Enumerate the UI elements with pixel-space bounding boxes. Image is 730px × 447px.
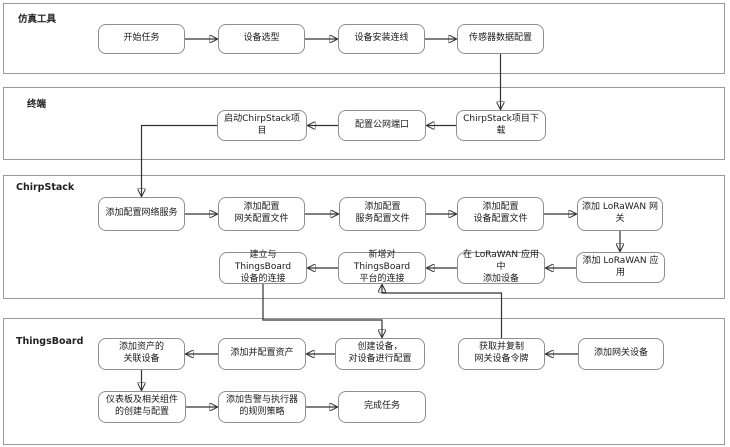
lane-label-thingsboard: ThingsBoard xyxy=(16,336,84,347)
node-finish-task: 完成任务 xyxy=(338,391,426,423)
node-device-install: 设备安装连线 xyxy=(338,24,425,54)
node-config-public-port: 配置公网端口 xyxy=(338,110,426,141)
node-add-gateway-device: 添加网关设备 xyxy=(578,338,664,370)
node-establish-tb-device-connection: 建立与ThingsBoard 设备的连接 xyxy=(219,250,307,284)
node-add-lorawan-gateway: 添加 LoRaWAN 网关 xyxy=(577,197,663,231)
node-alarm-rules: 添加告警与执行器 的规则策略 xyxy=(218,391,306,423)
lane-label-terminal: 终端 xyxy=(27,99,47,110)
node-add-device-profile: 添加配置 设备配置文件 xyxy=(457,197,544,231)
node-copy-gateway-token: 获取并复制 网关设备令牌 xyxy=(458,338,545,370)
node-chirpstack-download: ChirpStack项目下载 xyxy=(456,110,546,141)
node-device-selection: 设备选型 xyxy=(218,24,305,54)
node-add-gateway-profile: 添加配置 网关配置文件 xyxy=(218,197,305,231)
node-launch-chirpstack: 启动ChirpStack项目 xyxy=(217,110,307,141)
node-sensor-data-config: 传感器数据配置 xyxy=(457,24,544,54)
node-add-asset-devices: 添加资产的 关联设备 xyxy=(98,338,185,370)
node-add-config-asset: 添加并配置资产 xyxy=(218,338,306,370)
node-add-device-in-lorawan-app: 在 LoRaWAN 应用中 添加设备 xyxy=(457,250,545,284)
node-add-service-profile: 添加配置 服务配置文件 xyxy=(339,197,426,231)
node-add-lorawan-app: 添加 LoRaWAN 应用 xyxy=(576,252,665,283)
node-add-network-service: 添加配置网络服务 xyxy=(98,197,185,231)
node-start-task: 开始任务 xyxy=(98,24,185,54)
lane-label-chirpstack: ChirpStack xyxy=(16,182,75,193)
lane-label-simulation-tools: 仿真工具 xyxy=(18,14,57,25)
node-create-device-config: 创建设备， 对设备进行配置 xyxy=(335,338,425,370)
node-new-tb-platform-connection: 新增对ThingsBoard 平台的连接 xyxy=(338,250,426,284)
node-dashboard-create: 仪表板及相关组件 的创建与配置 xyxy=(98,391,186,423)
